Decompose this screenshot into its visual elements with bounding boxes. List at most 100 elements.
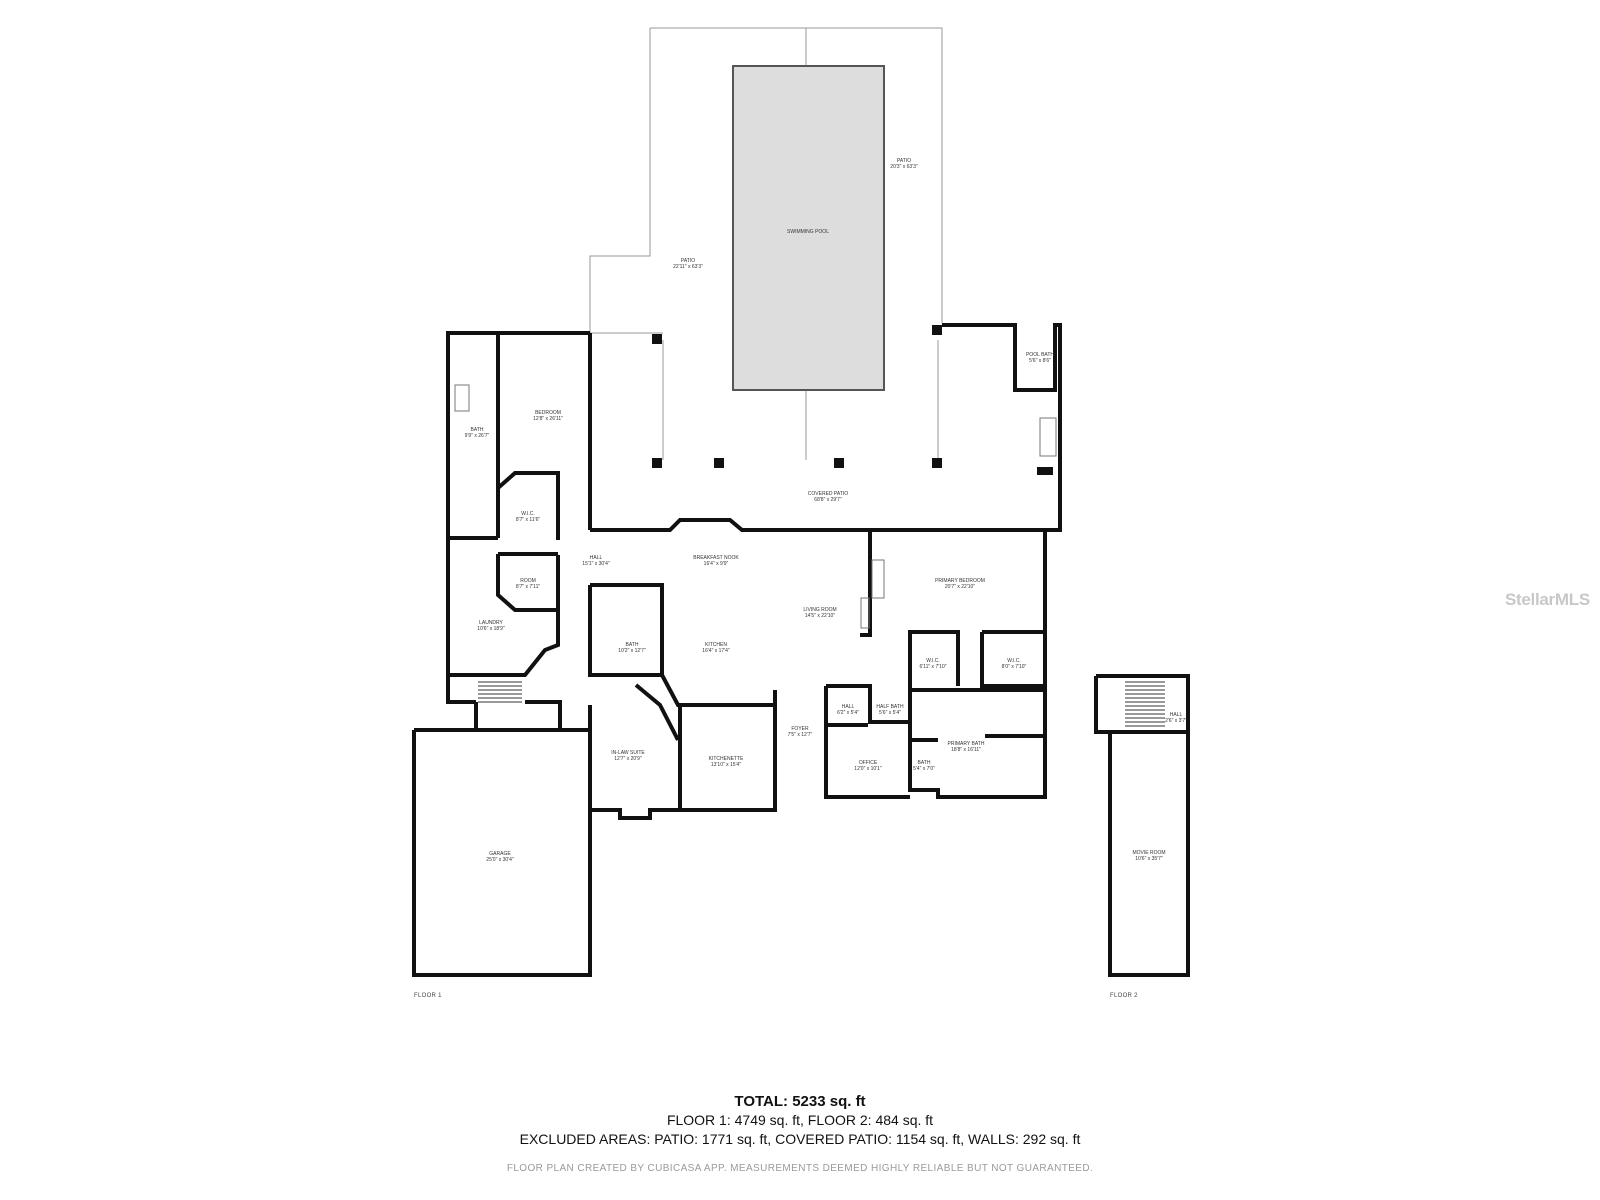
room-dims: 7'5" x 12'7" <box>787 732 813 738</box>
room-name: GARAGE <box>489 851 511 857</box>
room-dims: 8'7" x 11'6" <box>515 517 541 523</box>
stairs-floor-1 <box>478 681 522 703</box>
room-name: BATH <box>470 427 484 433</box>
room-label-wic-1: W.I.C.8'7" x 11'6" <box>516 511 540 523</box>
room-name: KITCHENETTE <box>708 756 744 762</box>
room-label-wic-3: W.I.C.8'0" x 7'10" <box>1002 658 1027 670</box>
watermark: StellarMLS <box>1505 590 1590 609</box>
room-name: W.I.C. <box>926 658 940 664</box>
room-dims: 6'2" x 5'4" <box>837 710 859 716</box>
room-dims: 20'7" x 22'10" <box>944 584 976 590</box>
room-dims: 5'4" x 7'0" <box>913 766 935 772</box>
room-name: KITCHEN <box>705 642 727 648</box>
room-name: BATH <box>917 760 931 766</box>
room-dims: 20'3" x 63'3" <box>890 164 918 170</box>
room-name: HALL <box>841 704 855 710</box>
room-dims: 2'6" x 3'7" <box>1165 718 1187 724</box>
room-dims: 68'8" x 29'7" <box>814 497 842 503</box>
room-dims: 13'10" x 15'4" <box>710 762 742 768</box>
room-dims: 5'6" x 5'4" <box>879 710 901 716</box>
room-name: PRIMARY BATH <box>947 741 985 747</box>
room-label-wic-2: W.I.C.6'11" x 7'10" <box>919 658 946 670</box>
floor-1-label: FLOOR 1 <box>414 993 442 999</box>
room-dims: 25'0" x 30'4" <box>486 857 514 863</box>
room-name: PATIO <box>680 258 696 264</box>
room-name: ROOM <box>520 578 536 584</box>
floor-2-label: FLOOR 2 <box>1110 993 1138 999</box>
room-dims: 8'0" x 7'10" <box>1001 664 1027 670</box>
room-dims: 5'6" x 8'6" <box>1029 358 1051 364</box>
room-name: BEDROOM <box>535 410 561 416</box>
room-name: MOVIE ROOM <box>1132 850 1166 856</box>
patio-outline <box>589 27 1015 460</box>
room-dims: 18'8" x 16'11" <box>951 747 981 753</box>
room-name: PATIO <box>896 158 912 164</box>
total-area: TOTAL: 5233 sq. ft <box>734 1093 866 1110</box>
room-name: HALL <box>589 555 603 561</box>
fireplace-marks <box>454 384 1057 629</box>
room-name: HALL <box>1169 712 1183 718</box>
excluded-areas: EXCLUDED AREAS: PATIO: 1771 sq. ft, COVE… <box>519 1131 1081 1147</box>
room-dims: 10'2" x 12'7" <box>618 648 646 654</box>
walls-floor-2 <box>1094 674 1190 977</box>
room-name: HALF BATH <box>876 704 904 710</box>
room-dims: 10'6" x 18'9" <box>477 626 505 632</box>
room-dims: 12'7" x 20'9" <box>614 756 642 762</box>
room-name: OFFICE <box>858 760 878 766</box>
room-dims: 9'9" x 26'7" <box>464 433 490 439</box>
room-name: PRIMARY BEDROOM <box>935 578 985 584</box>
patio-columns <box>652 325 1053 475</box>
floor-areas: FLOOR 1: 4749 sq. ft, FLOOR 2: 484 sq. f… <box>666 1112 934 1128</box>
room-name: BATH <box>625 642 639 648</box>
room-name: LIVING ROOM <box>803 607 837 613</box>
room-name: BREAKFAST NOOK <box>693 555 739 561</box>
room-name: LAUNDRY <box>479 620 503 626</box>
room-name: FOYER <box>791 726 809 732</box>
room-name: POOL BATH <box>1025 352 1055 358</box>
room-dims: 16'4" x 17'4" <box>702 648 730 654</box>
room-name: W.I.C. <box>1007 658 1021 664</box>
room-dims: 12'0" x 10'1" <box>854 766 882 772</box>
stairs-floor-2 <box>1125 681 1165 727</box>
room-dims: 16'4" x 9'9" <box>703 561 729 567</box>
room-dims: 22'11" x 63'3" <box>673 264 703 270</box>
walls-floor-1 <box>412 323 1062 977</box>
room-dims: 15'1" x 30'4" <box>582 561 610 567</box>
room-name: COVERED PATIO <box>807 491 849 497</box>
room-name: SWIMMING POOL <box>787 229 829 235</box>
room-dims: 10'6" x 35'7" <box>1135 856 1163 862</box>
room-name: W.I.C. <box>521 511 535 517</box>
room-dims: 12'8" x 26'11" <box>533 416 563 422</box>
disclaimer: FLOOR PLAN CREATED BY CUBICASA APP. MEAS… <box>506 1163 1094 1174</box>
room-label-swimming-pool: SWIMMING POOL <box>787 229 829 235</box>
room-dims: 14'5" x 22'10" <box>804 613 836 619</box>
room-dims: 6'11" x 7'10" <box>919 664 947 670</box>
room-name: IN-LAW SUITE <box>611 750 645 756</box>
